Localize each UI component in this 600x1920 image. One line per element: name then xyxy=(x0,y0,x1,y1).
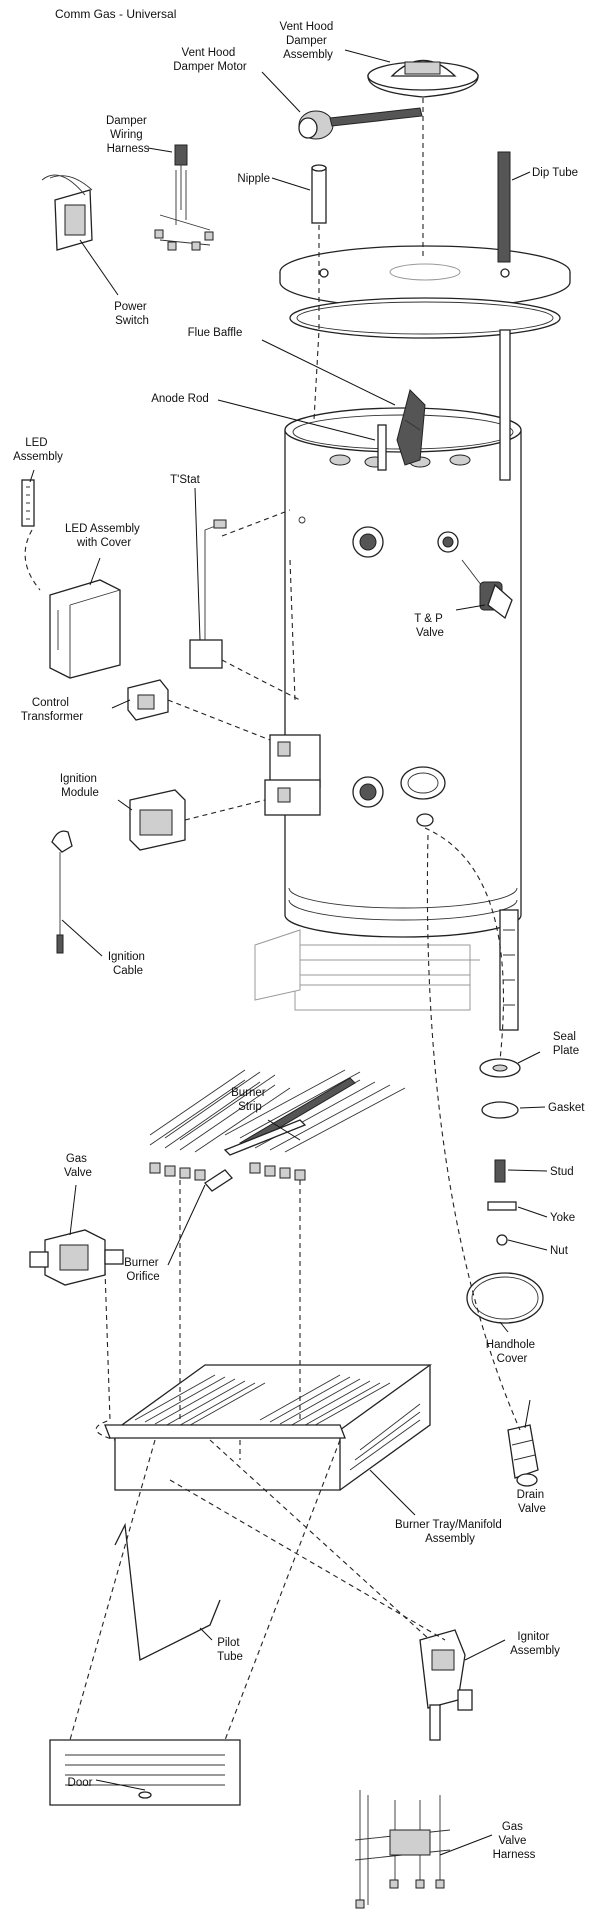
leader-lines xyxy=(29,49,548,1856)
tstat xyxy=(189,519,227,669)
ignitor-assembly xyxy=(419,1629,473,1741)
anode-rod xyxy=(377,424,387,471)
label-led-assembly: LED Assembly xyxy=(13,437,63,463)
label-damper-wiring-harness: Damper Wiring Harness xyxy=(106,115,150,155)
label-handhole-cover: Handhole Cover xyxy=(486,1339,538,1365)
door xyxy=(49,1739,241,1806)
handhole-cover xyxy=(466,1272,544,1324)
tp-valve xyxy=(461,559,513,620)
nipple xyxy=(311,164,327,224)
label-anode-rod: Anode Rod xyxy=(151,393,209,405)
dip-tube xyxy=(497,151,511,481)
diagram-title: Comm Gas - Universal xyxy=(55,7,176,21)
gas-valve xyxy=(29,1229,124,1286)
damper-wiring-harness xyxy=(154,144,214,251)
flue-baffle xyxy=(396,389,426,466)
label-vent-hood-damper-assembly: Vent Hood Damper Assembly xyxy=(280,21,337,61)
vent-hood-damper-motor xyxy=(298,107,423,140)
seal-plate xyxy=(479,1058,521,1078)
burner-orifices xyxy=(149,1162,306,1192)
label-stud: Stud xyxy=(550,1166,574,1178)
drain-valve xyxy=(507,1424,539,1487)
label-nipple: Nipple xyxy=(237,173,270,185)
label-control-transformer: Control Transformer xyxy=(21,697,83,723)
label-burner-strip: Burner Strip xyxy=(231,1087,269,1113)
label-ignitor-assembly: Ignitor Assembly xyxy=(510,1631,560,1657)
gas-valve-harness xyxy=(354,1790,451,1909)
ignition-cable xyxy=(51,830,73,954)
label-gasket: Gasket xyxy=(548,1102,585,1114)
label-gas-valve: Gas Valve xyxy=(64,1153,92,1179)
burner-tray-ghost xyxy=(254,929,480,1011)
yoke xyxy=(487,1201,517,1211)
label-vent-hood-damper-motor: Vent Hood Damper Motor xyxy=(173,47,247,73)
part-labels: Vent Hood Damper Assembly Vent Hood Damp… xyxy=(13,21,585,1861)
label-pilot-tube: Pilot Tube xyxy=(217,1637,243,1663)
label-tstat: T'Stat xyxy=(170,474,200,486)
label-dip-tube: Dip Tube xyxy=(532,167,578,179)
label-flue-baffle: Flue Baffle xyxy=(188,327,243,339)
nut xyxy=(496,1234,508,1246)
control-transformer xyxy=(127,679,169,721)
label-seal-plate: Seal Plate xyxy=(553,1031,579,1057)
ignition-module xyxy=(129,789,186,851)
label-ignition-module: Ignition Module xyxy=(60,773,100,799)
vent-hood-damper-assembly xyxy=(367,60,479,98)
label-nut: Nut xyxy=(550,1245,569,1257)
led-assembly xyxy=(21,479,35,527)
label-drain-valve: Drain Valve xyxy=(517,1489,548,1515)
label-ignition-cable: Ignition Cable xyxy=(108,951,148,977)
pilot-tube xyxy=(114,1522,221,1661)
power-switch xyxy=(41,174,93,251)
label-burner-tray-manifold-assembly: Burner Tray/Manifold Assembly xyxy=(395,1519,505,1545)
burner-strips xyxy=(149,1069,406,1156)
stud xyxy=(494,1159,506,1183)
label-door: Door xyxy=(68,1777,93,1789)
led-assembly-with-cover xyxy=(49,579,121,679)
label-gas-valve-harness: Gas Valve Harness xyxy=(493,1821,536,1861)
burner-tray-manifold-assembly xyxy=(104,1364,433,1491)
label-tp-valve: T & P Valve xyxy=(414,613,446,639)
label-led-assembly-with-cover: LED Assembly with Cover xyxy=(65,523,143,549)
gasket xyxy=(481,1101,519,1119)
label-yoke: Yoke xyxy=(550,1212,575,1224)
label-power-switch: Power Switch xyxy=(114,301,150,327)
label-burner-orifice: Burner Orifice xyxy=(124,1257,162,1283)
dashed-connection-lines xyxy=(24,98,521,1741)
